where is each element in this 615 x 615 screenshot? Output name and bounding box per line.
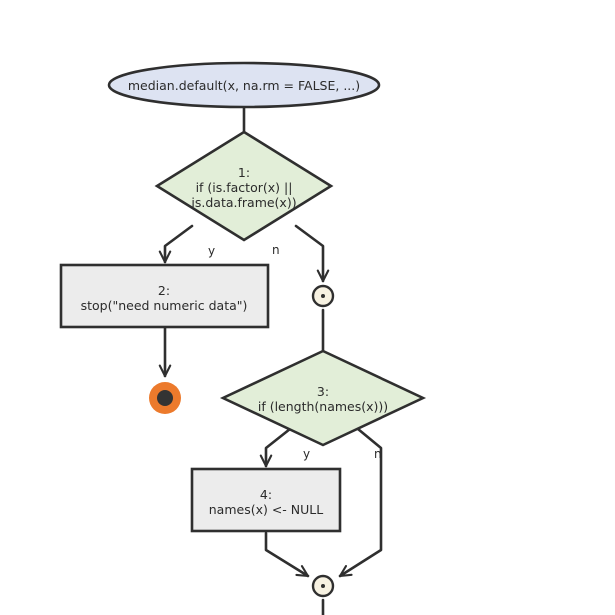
edge-d1-yes-to-p2: [158, 224, 194, 264]
start-ellipse: [107, 61, 381, 109]
decision-node-1: 1: if (is.factor(x) || is.data.frame(x)): [154, 130, 334, 242]
decision-1-line-2: if (is.factor(x) ||: [196, 180, 293, 195]
decision-3-line-2: if (length(names(x))): [258, 399, 388, 414]
decision-3-diamond: [219, 349, 427, 447]
edge-label-d1-yes: y: [208, 244, 215, 258]
connector-node-1: [311, 284, 335, 308]
process-2-box: [59, 263, 270, 329]
process-node-4: 4: names(x) <- NULL: [190, 467, 342, 533]
process-4-number: 4:: [260, 487, 272, 502]
connector-1-dot: [321, 294, 325, 298]
process-2-line-2: stop("need numeric data"): [81, 298, 248, 313]
start-label: median.default(x, na.rm = FALSE, ...): [128, 78, 360, 93]
stop-node: [149, 382, 181, 414]
process-4-box: [190, 467, 342, 533]
edge-d3-no-to-connector2: [338, 427, 383, 578]
decision-1-diamond: [154, 130, 334, 242]
process-4-line-2: names(x) <- NULL: [209, 502, 324, 517]
connector-2-dot: [321, 584, 325, 588]
edge-label-d3-no: n: [374, 447, 382, 461]
decision-1-number: 1:: [238, 165, 250, 180]
decision-1-line-3: is.data.frame(x)): [191, 195, 296, 210]
connector-node-2: [311, 574, 335, 598]
process-2-number: 2:: [158, 283, 170, 298]
start-node: median.default(x, na.rm = FALSE, ...): [107, 61, 381, 109]
edge-label-d1-no: n: [272, 243, 280, 257]
process-node-2: 2: stop("need numeric data"): [59, 263, 270, 329]
edge-d1-no-to-connector1: [294, 224, 330, 283]
edge-p4-to-connector2: [264, 531, 310, 578]
decision-3-number: 3:: [317, 384, 329, 399]
decision-node-3: 3: if (length(names(x))): [219, 349, 427, 447]
edge-label-d3-yes: y: [303, 447, 310, 461]
edge-d3-yes-to-p4: [259, 427, 292, 468]
stop-core: [157, 390, 173, 406]
